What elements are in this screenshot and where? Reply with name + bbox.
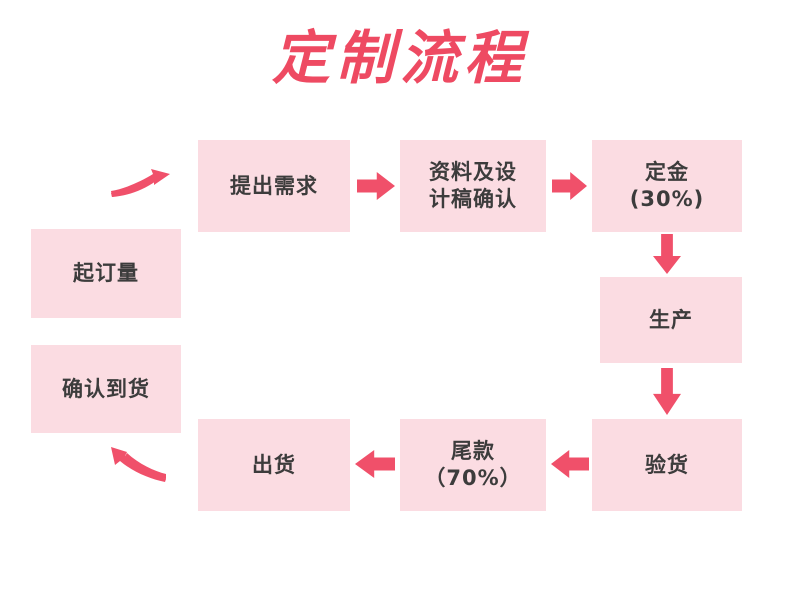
- flow-node-confirm-arrival[interactable]: 确认到货: [31, 345, 181, 433]
- flow-node-deposit[interactable]: 定金(30%): [592, 140, 742, 232]
- flow-node-final-payment[interactable]: 尾款（70%）: [400, 419, 546, 511]
- flow-node-label-line: 提出需求: [230, 173, 318, 198]
- flow-node-label: 提出需求: [230, 173, 318, 200]
- arrow-final-payment-to-shipment: [355, 450, 395, 478]
- arrow-submit-to-design: [357, 172, 395, 200]
- flow-node-label-line: (30%): [629, 187, 705, 211]
- page-title: 定制流程: [271, 24, 528, 92]
- arrow-design-to-deposit: [552, 172, 587, 200]
- arrow-min-order-to-submit: [110, 168, 172, 204]
- flow-node-label: 验货: [645, 452, 689, 479]
- flow-node-label: 生产: [649, 307, 693, 334]
- flow-node-label-line: 出货: [252, 452, 296, 477]
- flow-node-shipment[interactable]: 出货: [198, 419, 350, 511]
- flow-node-design-confirm[interactable]: 资料及设计稿确认: [400, 140, 546, 232]
- flow-node-label-line: 确认到货: [62, 376, 150, 401]
- flow-node-label-line: 尾款: [450, 439, 495, 464]
- flow-node-label-line: 生产: [649, 307, 693, 332]
- flow-node-min-order[interactable]: 起订量: [31, 229, 181, 318]
- flow-node-label: 资料及设计稿确认: [429, 159, 517, 213]
- flow-node-label-line: 验货: [645, 452, 689, 477]
- arrow-inspection-to-final-payment: [551, 450, 589, 478]
- arrow-production-to-inspection: [653, 368, 681, 415]
- flow-node-label: 定金(30%): [630, 159, 704, 213]
- flow-node-label-line: 计稿确认: [429, 187, 517, 211]
- flow-node-label-line: （70%）: [424, 466, 522, 490]
- flow-node-label-line: 起订量: [73, 261, 139, 286]
- arrow-shipment-to-confirm-arrival: [110, 443, 168, 483]
- flow-node-label: 确认到货: [62, 376, 150, 403]
- arrow-deposit-to-production: [653, 234, 681, 274]
- flow-node-label-line: 定金: [645, 160, 689, 185]
- flow-node-submit-request[interactable]: 提出需求: [198, 140, 350, 232]
- flow-node-inspection[interactable]: 验货: [592, 419, 742, 511]
- flow-node-label-line: 资料及设: [429, 160, 517, 185]
- flow-node-production[interactable]: 生产: [600, 277, 742, 363]
- flow-node-label: 出货: [252, 452, 296, 479]
- flow-node-label: 起订量: [73, 260, 139, 287]
- flow-node-label: 尾款（70%）: [424, 438, 521, 492]
